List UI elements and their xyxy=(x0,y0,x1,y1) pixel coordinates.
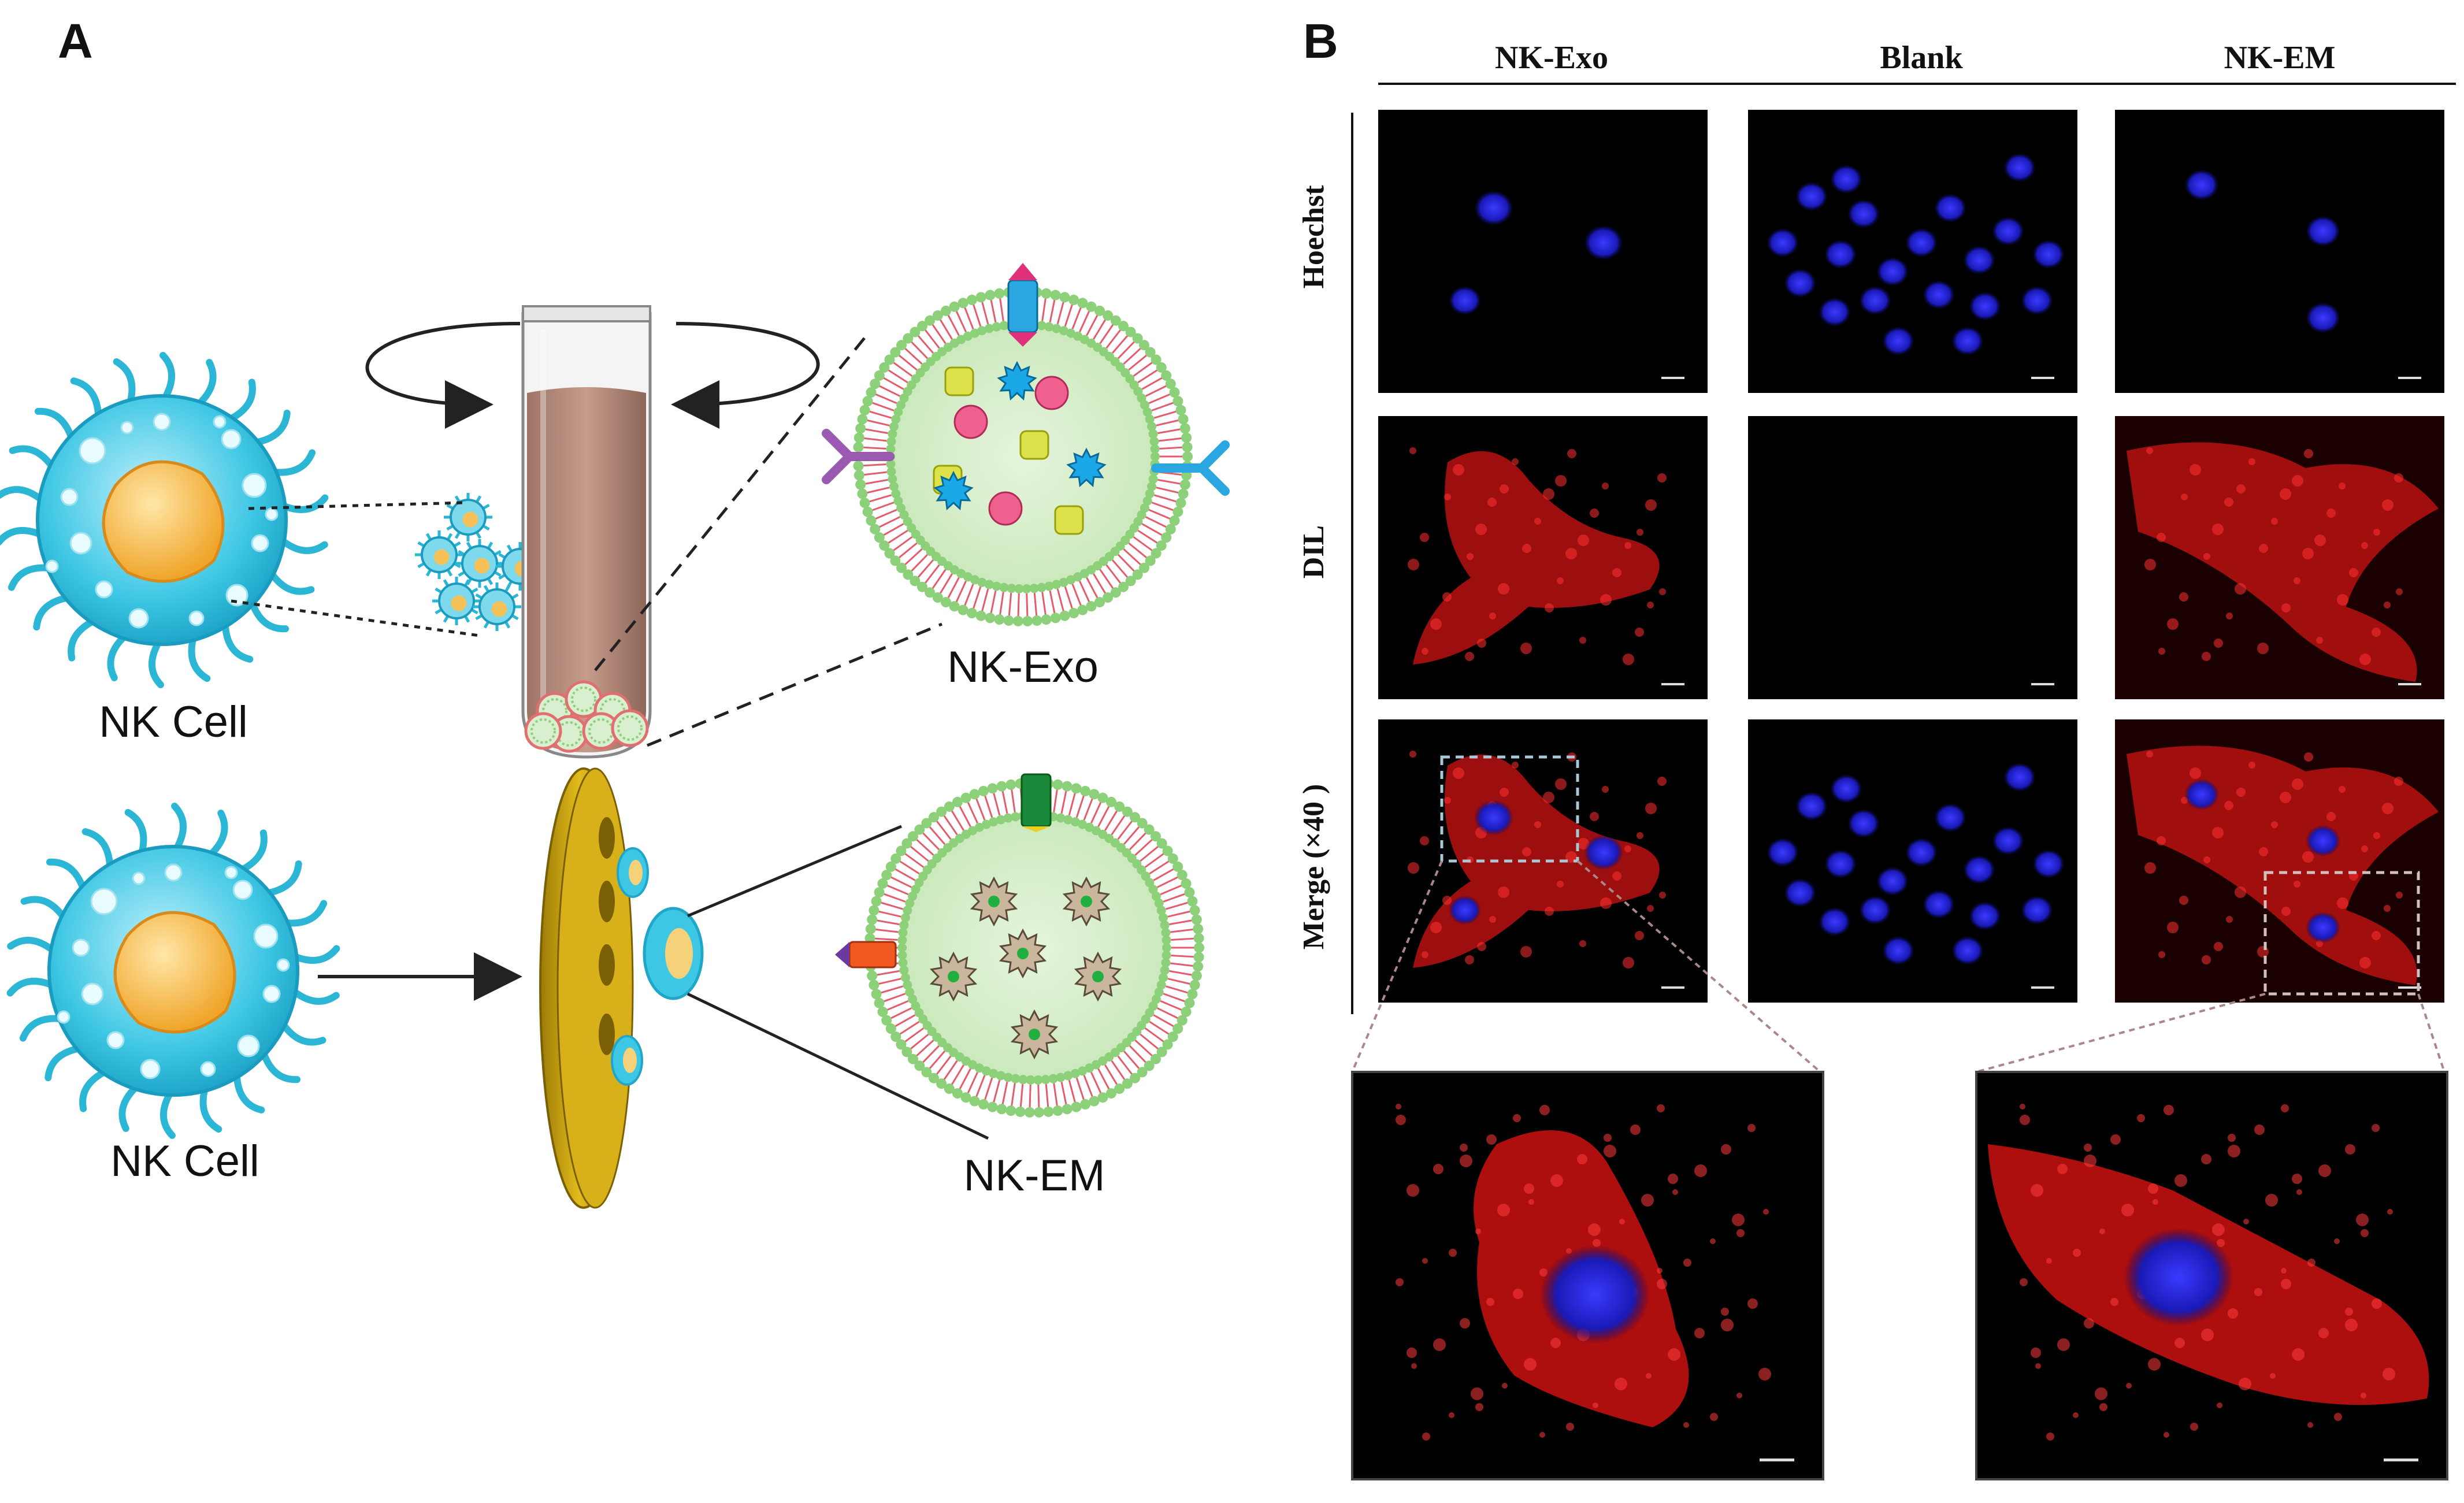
nk-cell-bottom-label: NK Cell xyxy=(110,1137,259,1186)
inset-nucleus-hoechst xyxy=(1540,1245,1650,1344)
zoom-box-nk-exo xyxy=(1440,755,1579,863)
micrograph-blank-merge xyxy=(1748,719,2077,1003)
panel-b-letter: B xyxy=(1303,14,1338,68)
cell-nucleus xyxy=(113,911,236,1034)
micrograph-nk-em-hoechst xyxy=(2115,110,2444,393)
nk-cell-top-label: NK Cell xyxy=(99,697,248,747)
rotation-arrow-left xyxy=(365,322,521,429)
panel-a: A NK Cell NK-Exo NK Cell xyxy=(0,14,1230,1209)
inset-nk-exo-enlarged xyxy=(1351,1071,1824,1480)
nk-em-label: NK-EM xyxy=(964,1151,1105,1200)
micrograph-nk-exo-merge xyxy=(1378,719,1708,1003)
scale-bar xyxy=(2398,986,2421,989)
panel-a-letter: A xyxy=(58,14,93,68)
micrograph-nk-em-merge xyxy=(2115,719,2444,1003)
nk-exo-vesicle xyxy=(822,263,1230,626)
inset-scale-bar xyxy=(1760,1459,1794,1461)
connector-dotted-lower xyxy=(231,599,480,637)
zoom-box-nk-em xyxy=(2263,871,2420,996)
scale-bar xyxy=(1661,683,1684,685)
row-header-hoechst: Hoechst xyxy=(1297,185,1330,289)
inset-scale-bar xyxy=(2384,1459,2418,1461)
zoom-line-em-lower xyxy=(686,992,989,1140)
micrograph-nk-em-dil xyxy=(2115,416,2444,699)
zoom-connector-em-left xyxy=(1976,993,2266,1073)
connector-dotted-upper xyxy=(248,501,463,510)
exosome-cluster xyxy=(415,493,544,631)
nk-cell-bottom xyxy=(6,803,340,1139)
inset-nucleus-hoechst xyxy=(2124,1228,2233,1326)
micrograph-nk-exo-hoechst xyxy=(1378,110,1708,393)
row-header-merge: Merge (×40 ) xyxy=(1297,784,1330,950)
column-header-blank: Blank xyxy=(1880,40,1963,76)
nk-em-vesicle xyxy=(835,773,1204,1118)
scale-bar xyxy=(2398,377,2421,379)
scale-bar xyxy=(2031,683,2054,685)
extruder-membrane-disc xyxy=(539,767,704,1209)
panel-b: B NK-Exo Blank NK-EM Hoechst DIL Merge (… xyxy=(1297,14,2456,1480)
rotation-arrow-right xyxy=(671,322,820,429)
scale-bar xyxy=(1661,377,1684,379)
nk-cell-top xyxy=(0,352,329,688)
micrograph-nk-exo-dil xyxy=(1378,416,1708,699)
micrograph-grid xyxy=(1378,110,2444,1003)
scale-bar xyxy=(2031,986,2054,989)
column-header-nk-exo: NK-Exo xyxy=(1495,40,1608,76)
scale-bar xyxy=(1661,986,1684,989)
column-header-nk-em: NK-EM xyxy=(2224,40,2336,76)
nk-exo-label: NK-Exo xyxy=(947,643,1099,692)
micrograph-blank-dil xyxy=(1748,416,2077,699)
zoom-line-exo-lower xyxy=(647,622,942,747)
zoom-connector-exo-right xyxy=(1576,860,1821,1073)
cell-nucleus xyxy=(102,460,225,583)
row-header-dil: DIL xyxy=(1297,525,1330,578)
zoom-connector-em-right xyxy=(2417,993,2446,1072)
zoom-connector-exo-left xyxy=(1351,860,1443,1072)
centrifuge-tube xyxy=(521,305,652,759)
inset-nk-em-enlarged xyxy=(1975,1071,2448,1480)
exosome-pellet xyxy=(524,680,649,753)
zoom-line-em-upper xyxy=(687,825,902,918)
scale-bar xyxy=(2031,377,2054,379)
scale-bar xyxy=(2398,683,2421,685)
micrograph-blank-hoechst xyxy=(1748,110,2077,393)
